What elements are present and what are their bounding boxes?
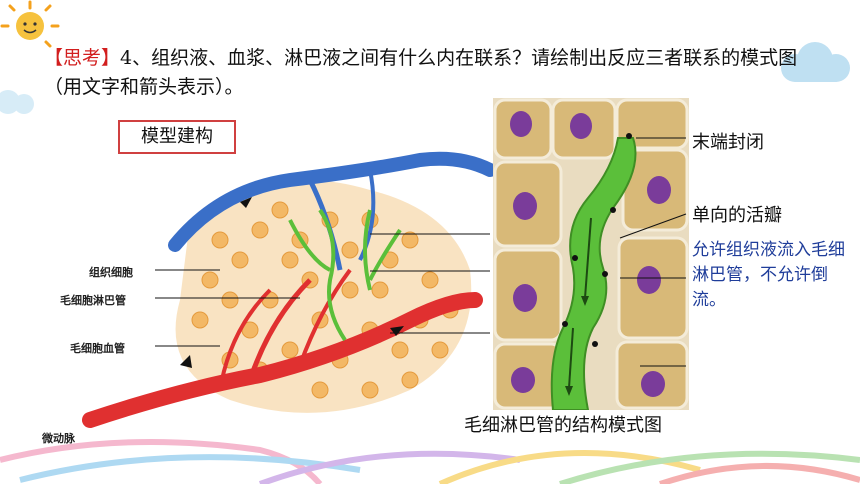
label-blood-capillary: 毛细胞血管	[70, 342, 125, 355]
lymph-capillary-structure-figure	[493, 98, 689, 410]
label-lymph-capillary: 毛细胞淋巴管	[60, 294, 126, 307]
question-body: 4、组织液、血浆、淋巴液之间有什么内在联系？请绘制出反应三者联系的模式图（用文字…	[44, 47, 798, 98]
sun-decoration	[0, 0, 60, 48]
annotation-one-way-valve: 单向的活瓣	[692, 205, 782, 226]
cloud-decoration	[781, 42, 850, 82]
arteriole-vessel	[82, 292, 483, 428]
venule-vessel	[168, 151, 497, 252]
annotation-closed-end: 末端封闭	[692, 132, 764, 153]
capillary-network-figure	[82, 151, 497, 428]
crayon-scribble-decoration	[0, 439, 860, 484]
label-tissue-cell: 组织细胞	[89, 266, 133, 279]
annotation-valve-note: 允许组织液流入毛细淋巴管，不允许倒流。	[692, 240, 845, 310]
right-figure-caption: 毛细淋巴管的结构模式图	[464, 415, 662, 436]
cloud-decoration-left	[0, 90, 34, 114]
annotation-leaders	[619, 137, 687, 367]
question-tag: 【思考】	[44, 47, 121, 69]
label-arteriole: 微动脉	[42, 432, 75, 445]
nuclei	[510, 111, 671, 397]
question-text: 【思考】4、组织液、血浆、淋巴液之间有什么内在联系？请绘制出反应三者联系的模式图…	[44, 44, 804, 102]
lymph-capillaries	[288, 208, 402, 342]
model-building-box: 模型建构	[118, 120, 236, 154]
